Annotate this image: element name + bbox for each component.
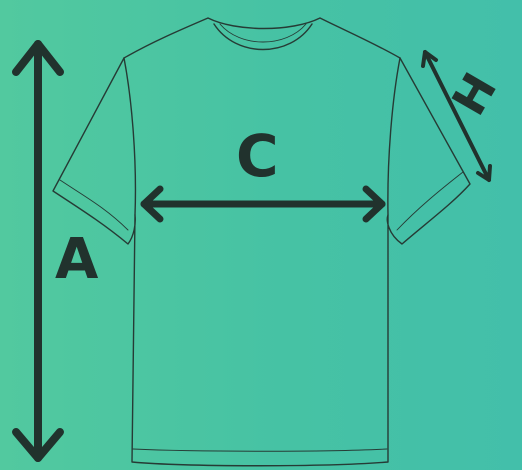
length-arrow-a: [16, 44, 60, 458]
dimension-label-c: C: [236, 127, 279, 185]
left-sleeve-seam: [124, 58, 135, 215]
bottom-hem: [133, 449, 387, 451]
chest-arrow-c: [144, 189, 382, 219]
dimension-label-a: A: [55, 232, 98, 288]
tshirt-outline: [53, 18, 470, 466]
right-sleeve-seam: [388, 58, 400, 215]
left-cuff-hem: [60, 180, 128, 230]
tshirt-body-outline: [53, 18, 470, 466]
